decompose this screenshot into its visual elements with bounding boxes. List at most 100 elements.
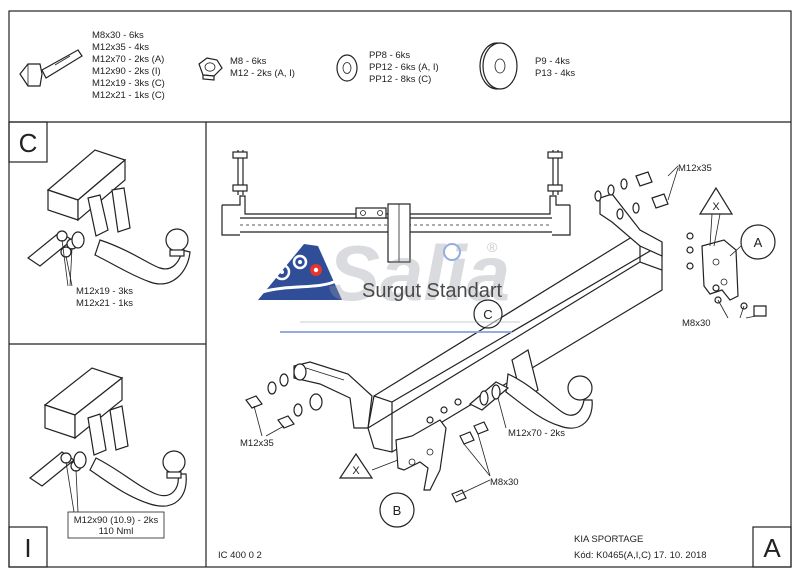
- bolt-line-6: M12x21 - 1ks (C): [92, 90, 165, 101]
- variant-i-ball: [162, 450, 186, 474]
- variant-i-receiver-tube: [43, 367, 124, 440]
- bolt-icon: [56, 230, 68, 242]
- washer-icon: [620, 178, 628, 190]
- watermark-subtitle: Surgut Standart: [362, 280, 503, 302]
- bolt-icon: [60, 246, 72, 258]
- bolt-icon: [635, 171, 653, 187]
- vehicle-frame: [221, 150, 571, 263]
- bolt-icon: [19, 49, 83, 87]
- bolt-line-4: M12x90 - 2ks (I): [92, 66, 161, 77]
- nut-icon: [198, 57, 223, 81]
- svg-text:A: A: [754, 235, 763, 250]
- svg-text:B: B: [393, 503, 402, 518]
- hardware-m12x35-top: [594, 165, 679, 220]
- hardware-m8x30-right: [686, 232, 767, 319]
- bolt-icon: [651, 193, 669, 209]
- variant-i-panel: I M12x90 (10.9) - 2ks 110 Nml: [8, 367, 187, 568]
- corner-letter-box: [752, 526, 792, 568]
- variant-i-torque-box: [67, 511, 165, 539]
- washer-icon: [616, 208, 624, 220]
- hardware-m12x70: [479, 384, 507, 429]
- callout-m8x30-bottom: M8x30: [490, 477, 519, 488]
- variant-c-ball: [165, 228, 189, 252]
- pp-washer-line-2: PP12 - 6ks (A, I): [369, 62, 439, 73]
- washer-icon: [71, 231, 85, 249]
- washer-icon: [267, 381, 277, 395]
- parts-legend: M8x30 - 6ks M12x35 - 4ks M12x70 - 2ks (A…: [19, 30, 575, 101]
- nut-line-1: M8 - 6ks: [230, 56, 267, 67]
- variant-i-ball-neck: [89, 457, 187, 507]
- variant-c-letter-box: [8, 121, 48, 163]
- bolt-line-2: M12x35 - 4ks: [92, 42, 149, 53]
- variant-i-letter-box: [8, 526, 48, 568]
- variant-i-label-1: M12x90 (10.9) - 2ks: [74, 515, 159, 526]
- variant-c-plate-left: [87, 194, 109, 237]
- variant-i-plate-left: [87, 413, 107, 456]
- callout-m12x35-left: M12x35: [240, 438, 274, 449]
- washer-icon: [607, 184, 615, 196]
- vehicle-model: KIA SPORTAGE: [574, 534, 643, 545]
- bolt-icon: [451, 489, 467, 503]
- hardware-m12x35-left: [245, 363, 323, 437]
- variant-c-label-2: M12x21 - 1ks: [76, 298, 133, 309]
- spring-washer-icon: [336, 54, 358, 82]
- variant-i-label-2: 110 Nml: [99, 526, 134, 537]
- svg-text:X: X: [352, 465, 360, 477]
- washer-icon: [479, 390, 489, 406]
- outer-frame: [8, 10, 792, 568]
- washer-icon: [309, 393, 323, 411]
- hitch-crossbar: [293, 193, 663, 453]
- watermark-brand: Salia: [328, 229, 510, 317]
- variant-c-label-1: M12x19 - 3ks: [76, 286, 133, 297]
- variant-c-plate-right: [111, 187, 131, 233]
- bolt-icon: [753, 305, 767, 317]
- washer-icon: [293, 403, 303, 417]
- x-marker-top: X: [698, 186, 734, 247]
- washer-icon: [594, 190, 602, 202]
- washer-icon: [73, 451, 87, 469]
- nut-line-2: M12 - 2ks (A, I): [230, 68, 295, 79]
- side-bracket-a: [701, 239, 739, 301]
- svg-text:X: X: [712, 201, 720, 213]
- bolt-icon: [60, 452, 72, 464]
- side-bracket-b: [395, 419, 447, 491]
- washer-icon: [491, 384, 501, 400]
- pp-washer-line-3: PP12 - 8ks (C): [369, 74, 431, 85]
- flat-washer-icon: [479, 42, 518, 90]
- washer-icon: [632, 202, 640, 214]
- svg-text:C: C: [483, 307, 492, 322]
- detail-marker-b: B: [379, 492, 415, 528]
- bolt-icon: [245, 395, 263, 409]
- detail-marker-a: A: [729, 224, 776, 260]
- bolt-icon: [277, 415, 295, 429]
- main-tow-ball: [567, 375, 593, 401]
- bolt-icon: [459, 431, 475, 445]
- bolt-line-3: M12x70 - 2ks (A): [92, 54, 164, 65]
- callout-m12x70: M12x70 - 2ks: [508, 428, 565, 439]
- bolt-line-5: M12x19 - 3ks (C): [92, 78, 165, 89]
- variant-c-receiver-tube: [46, 149, 127, 222]
- washer-icon: [293, 363, 307, 381]
- washer-icon: [279, 373, 289, 387]
- watermark-logo: Salia ® Surgut Standart: [258, 229, 520, 333]
- variant-i-plate-right: [109, 405, 129, 451]
- kit-code-date: Kód: K0465(A,I,C) 17. 10. 2018: [574, 550, 707, 561]
- callout-m12x35-top: M12x35: [678, 163, 712, 174]
- p-washer-line-1: P9 - 4ks: [535, 56, 570, 67]
- variant-c-panel: C M12x19 - 3ks M12x21 - 1ks: [8, 121, 191, 309]
- drawing-code: IC 400 0 2: [218, 550, 262, 561]
- p-washer-line-2: P13 - 4ks: [535, 68, 575, 79]
- variant-c-letter: C: [19, 128, 38, 158]
- corner-letter: A: [763, 533, 781, 563]
- variant-c-ball-neck: [94, 239, 191, 285]
- main-assembly: M12x35 M12x35 M8x30 M8x30 M12x70 - 2ks X…: [221, 150, 776, 528]
- bolt-icon: [473, 421, 489, 435]
- x-marker-bottom: X: [338, 452, 399, 479]
- pp-washer-line-1: PP8 - 6ks: [369, 50, 410, 61]
- watermark-reg: ®: [487, 239, 498, 255]
- hardware-m8x30-bottom: [426, 398, 491, 503]
- callout-m8x30-right: M8x30: [682, 318, 711, 329]
- bolt-line-1: M8x30 - 6ks: [92, 30, 144, 41]
- variant-i-letter: I: [24, 533, 31, 563]
